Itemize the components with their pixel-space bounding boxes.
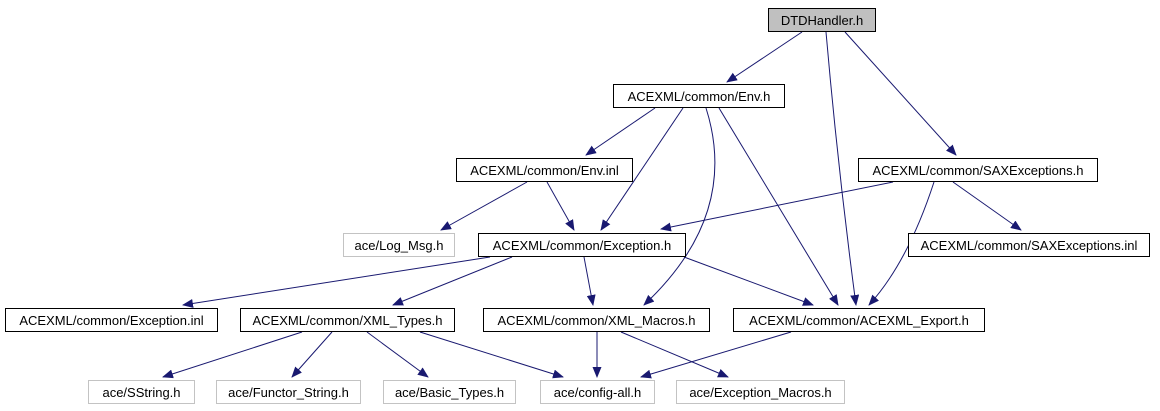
edge-acexml-export-to-config-all: [640, 331, 792, 379]
edge-env-h-to-env-inl: [585, 107, 656, 156]
graph-node-label: ACEXML/common/Env.inl: [470, 162, 619, 178]
edge-exception-h-to-xml-types: [392, 256, 513, 306]
edge-dtdhandler-to-acexml-export: [825, 31, 860, 306]
edge-xml-types-to-functor-string: [291, 331, 333, 378]
edge-xml-types-to-basic-types: [366, 331, 429, 378]
graph-node-label: ace/Functor_String.h: [228, 384, 349, 400]
edge-env-inl-to-log-msg: [440, 181, 528, 231]
graph-node-basic-types: ace/Basic_Types.h: [383, 380, 516, 404]
graph-node-config-all: ace/config-all.h: [540, 380, 655, 404]
edge-exception-h-to-xml-macros: [583, 256, 596, 306]
graph-node-label: ACEXML/common/XML_Types.h: [252, 312, 443, 328]
edge-exception-h-to-acexml-export: [683, 256, 814, 306]
graph-node-env-h[interactable]: ACEXML/common/Env.h: [613, 84, 785, 108]
graph-node-label: ace/Log_Msg.h: [354, 237, 444, 253]
graph-node-xml-types[interactable]: ACEXML/common/XML_Types.h: [240, 308, 455, 332]
graph-node-label: ACEXML/common/Exception.h: [492, 237, 672, 253]
graph-node-label: ACEXML/common/Exception.inl: [19, 312, 204, 328]
edge-xml-types-to-sstring: [162, 331, 303, 379]
graph-node-exception-macros: ace/Exception_Macros.h: [676, 380, 845, 404]
graph-node-label: DTDHandler.h: [780, 12, 864, 28]
edge-exception-h-to-exception-inl: [182, 256, 491, 308]
graph-node-functor-string: ace/Functor_String.h: [216, 380, 361, 404]
edge-saxexceptions-h-to-saxexceptions-inl: [952, 181, 1022, 231]
graph-node-saxexceptions-inl[interactable]: ACEXML/common/SAXExceptions.inl: [908, 233, 1150, 257]
edge-dtdhandler-to-env-h: [726, 31, 803, 83]
edge-env-h-to-acexml-export: [718, 107, 839, 306]
graph-node-label: ACEXML/common/XML_Macros.h: [497, 312, 696, 328]
graph-node-saxexceptions-h[interactable]: ACEXML/common/SAXExceptions.h: [858, 158, 1098, 182]
edge-env-inl-to-exception-h: [546, 181, 575, 231]
graph-node-label: ACEXML/common/SAXExceptions.inl: [920, 237, 1138, 253]
graph-node-label: ace/Basic_Types.h: [394, 384, 505, 400]
graph-node-label: ACEXML/common/SAXExceptions.h: [872, 162, 1084, 178]
edge-saxexceptions-h-to-acexml-export: [868, 181, 935, 306]
edge-dtdhandler-to-saxexceptions-h: [844, 31, 957, 156]
graph-node-label: ace/SString.h: [102, 384, 181, 400]
graph-node-label: ace/Exception_Macros.h: [689, 384, 832, 400]
edge-env-h-to-exception-h: [600, 107, 684, 231]
graph-node-exception-h[interactable]: ACEXML/common/Exception.h: [478, 233, 686, 257]
edge-xml-macros-to-exception-macros: [620, 331, 729, 378]
graph-node-exception-inl[interactable]: ACEXML/common/Exception.inl: [5, 308, 218, 332]
graph-node-label: ace/config-all.h: [553, 384, 642, 400]
edge-xml-types-to-config-all: [419, 331, 564, 379]
graph-node-env-inl[interactable]: ACEXML/common/Env.inl: [456, 158, 633, 182]
graph-node-xml-macros[interactable]: ACEXML/common/XML_Macros.h: [483, 308, 710, 332]
edge-env-h-to-xml-macros: [643, 107, 716, 306]
edge-saxexceptions-h-to-exception-h: [660, 181, 894, 232]
graph-node-dtdhandler[interactable]: DTDHandler.h: [768, 8, 876, 32]
graph-node-label: ACEXML/common/Env.h: [627, 88, 771, 104]
graph-node-log-msg: ace/Log_Msg.h: [343, 233, 455, 257]
graph-node-sstring: ace/SString.h: [88, 380, 195, 404]
graph-node-acexml-export[interactable]: ACEXML/common/ACEXML_Export.h: [733, 308, 985, 332]
graph-node-label: ACEXML/common/ACEXML_Export.h: [749, 312, 969, 328]
